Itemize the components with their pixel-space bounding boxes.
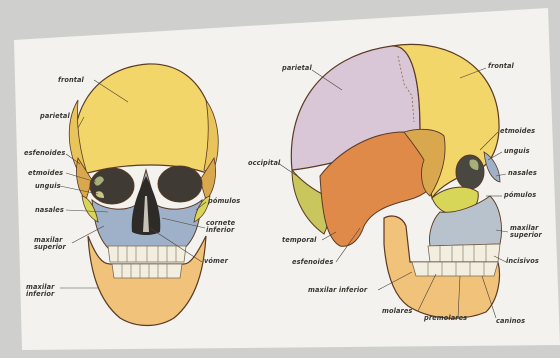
label-front-unguis: unguis [35,183,61,190]
label-front-parietal: parietal [40,113,70,120]
side-lower-teeth [412,262,498,276]
front-lower-teeth [112,264,182,278]
side-upper-teeth [428,244,500,262]
label-front-esfenoides: esfenoides [24,150,65,157]
front-orbit-right [158,166,202,202]
label-front-frontal: frontal [58,77,84,84]
label-front-pomulos: pómulos [208,198,240,205]
label-front-etmoides: etmoides [28,170,63,177]
label-side-premolares: premolares [424,315,467,322]
label-side-esfenoides: esfenoides [292,259,333,266]
front-upper-teeth-lines [118,246,176,262]
label-side-occipital: occipital [248,160,280,167]
label-front-maxilar-superior: maxilar superior [34,237,66,250]
label-side-molares: molares [382,308,412,315]
label-side-nasales: nasales [508,170,537,177]
label-front-vomer: vómer [204,258,228,265]
label-side-etmoides: etmoides [500,128,535,135]
label-side-temporal: temporal [282,237,317,244]
label-front-maxilar-inferior: maxilar inferior [26,284,55,297]
label-side-incisivos: incisivos [506,258,539,265]
label-side-maxilar-inferior: maxilar inferior [308,287,367,294]
label-side-parietal: parietal [282,65,312,72]
front-orbit-left [90,168,134,204]
label-side-maxilar-superior: maxilar superior [510,225,542,238]
label-front-cornete-inferior: cornete inferior [206,220,235,233]
label-side-pomulos: pómulos [504,192,536,199]
label-side-caninos: caninos [496,318,525,325]
label-side-frontal: frontal [488,63,514,70]
label-front-nasales: nasales [35,207,64,214]
label-side-unguis: unguis [504,148,530,155]
